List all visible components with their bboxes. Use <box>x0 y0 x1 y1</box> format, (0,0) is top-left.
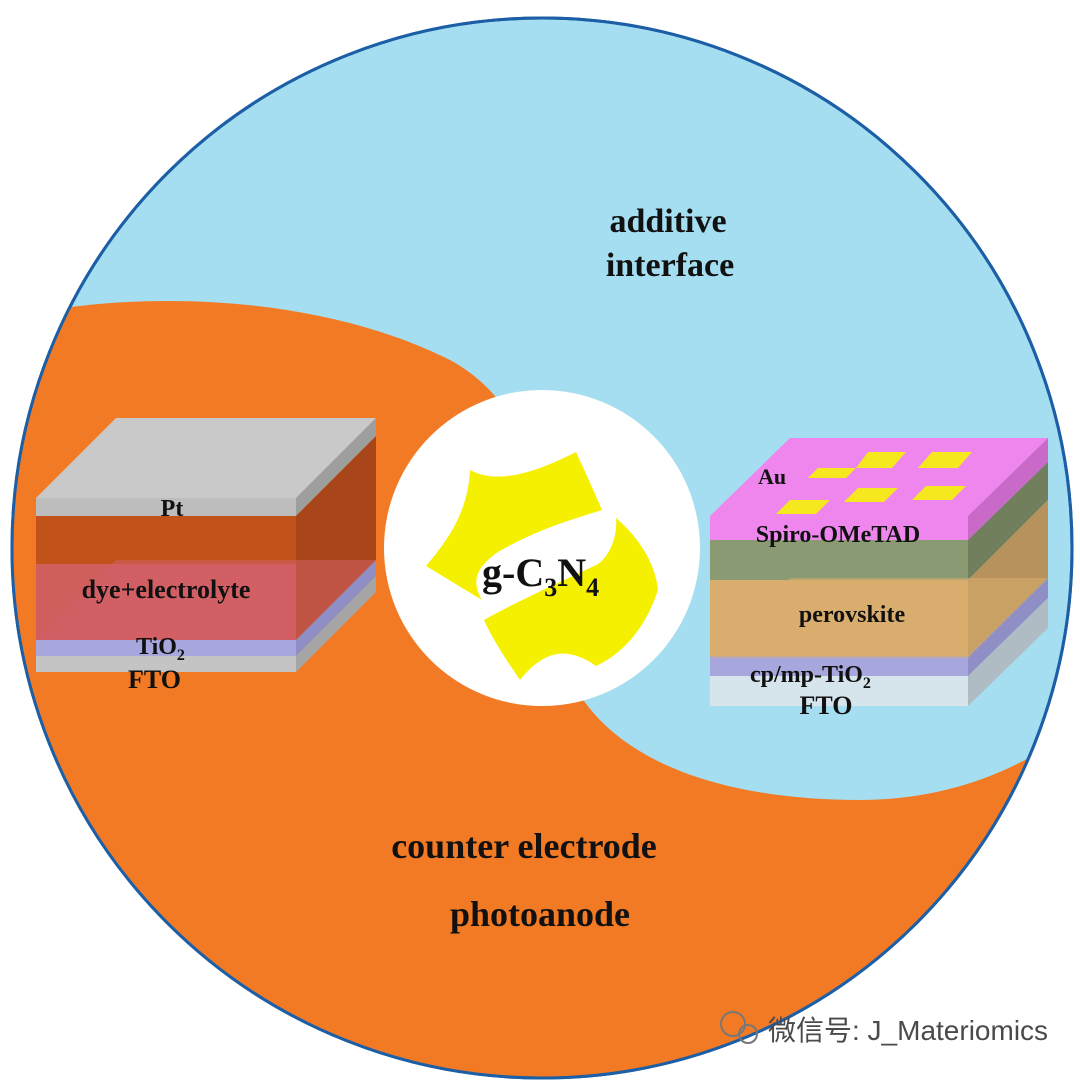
psc-au-label: Au <box>758 464 786 489</box>
counter-electrode-label: counter electrode <box>391 826 657 866</box>
watermark-text: 微信号: J_Materiomics <box>768 1015 1048 1046</box>
psc-fto-front <box>710 676 968 706</box>
psc-spiro-side <box>968 462 1048 580</box>
psc-perovskite-inner-top <box>710 578 1048 658</box>
gcn-sheet-lower <box>484 518 658 680</box>
dssc-pt-front <box>36 498 296 516</box>
wechat-watermark: 微信号: J_Materiomics <box>720 1011 1048 1046</box>
interface-label: interface <box>606 247 734 284</box>
au-pad <box>918 452 972 468</box>
dssc-pt-side <box>296 418 376 516</box>
wechat-icon-small <box>738 1024 758 1044</box>
au-pad <box>776 500 830 514</box>
dssc-dye-inner-top <box>36 560 376 640</box>
psc-tio2-front <box>710 656 968 676</box>
gcn-sheet-upper <box>426 452 602 600</box>
psc-spiro-label: Spiro-OMeTAD <box>756 522 920 548</box>
outer-circle-border <box>10 16 1074 1080</box>
dssc-tio2-side <box>296 560 376 656</box>
dssc-dye-label: dye+electrolyte <box>82 575 251 604</box>
psc-au-side <box>968 438 1048 540</box>
additive-label: additive <box>609 203 726 240</box>
psc-tio2-label: cp/mp-TiO2 <box>750 662 871 692</box>
psc-perovskite-label: perovskite <box>799 602 906 628</box>
gcn-label: g-C3N4 <box>482 550 599 602</box>
dssc-pt-label: Pt <box>161 496 184 522</box>
psc-tio2-side <box>968 578 1048 676</box>
photoanode-label: photoanode <box>450 894 630 934</box>
dssc-tio2-front <box>36 640 296 656</box>
au-pad <box>912 486 966 500</box>
dssc-stack: Pt dye+electrolyte TiO2 FTO <box>36 418 376 694</box>
psc-stack: Au Spiro-OMeTAD perovskite cp/mp-TiO2 FT… <box>710 438 1048 720</box>
psc-au-front <box>710 516 968 540</box>
psc-spiro-front <box>710 540 968 580</box>
psc-fto-label: FTO <box>800 691 853 720</box>
dssc-tio2-label: TiO2 <box>136 634 185 664</box>
psc-fto-side <box>968 598 1048 706</box>
dssc-fto-front <box>36 656 296 672</box>
au-pad <box>844 488 898 502</box>
dssc-fto-label: FTO <box>128 665 181 694</box>
dssc-pt-top <box>36 418 376 498</box>
au-pad <box>856 452 906 468</box>
wechat-icon <box>720 1011 746 1037</box>
au-pad <box>808 468 856 478</box>
dssc-fto-side <box>296 576 376 672</box>
